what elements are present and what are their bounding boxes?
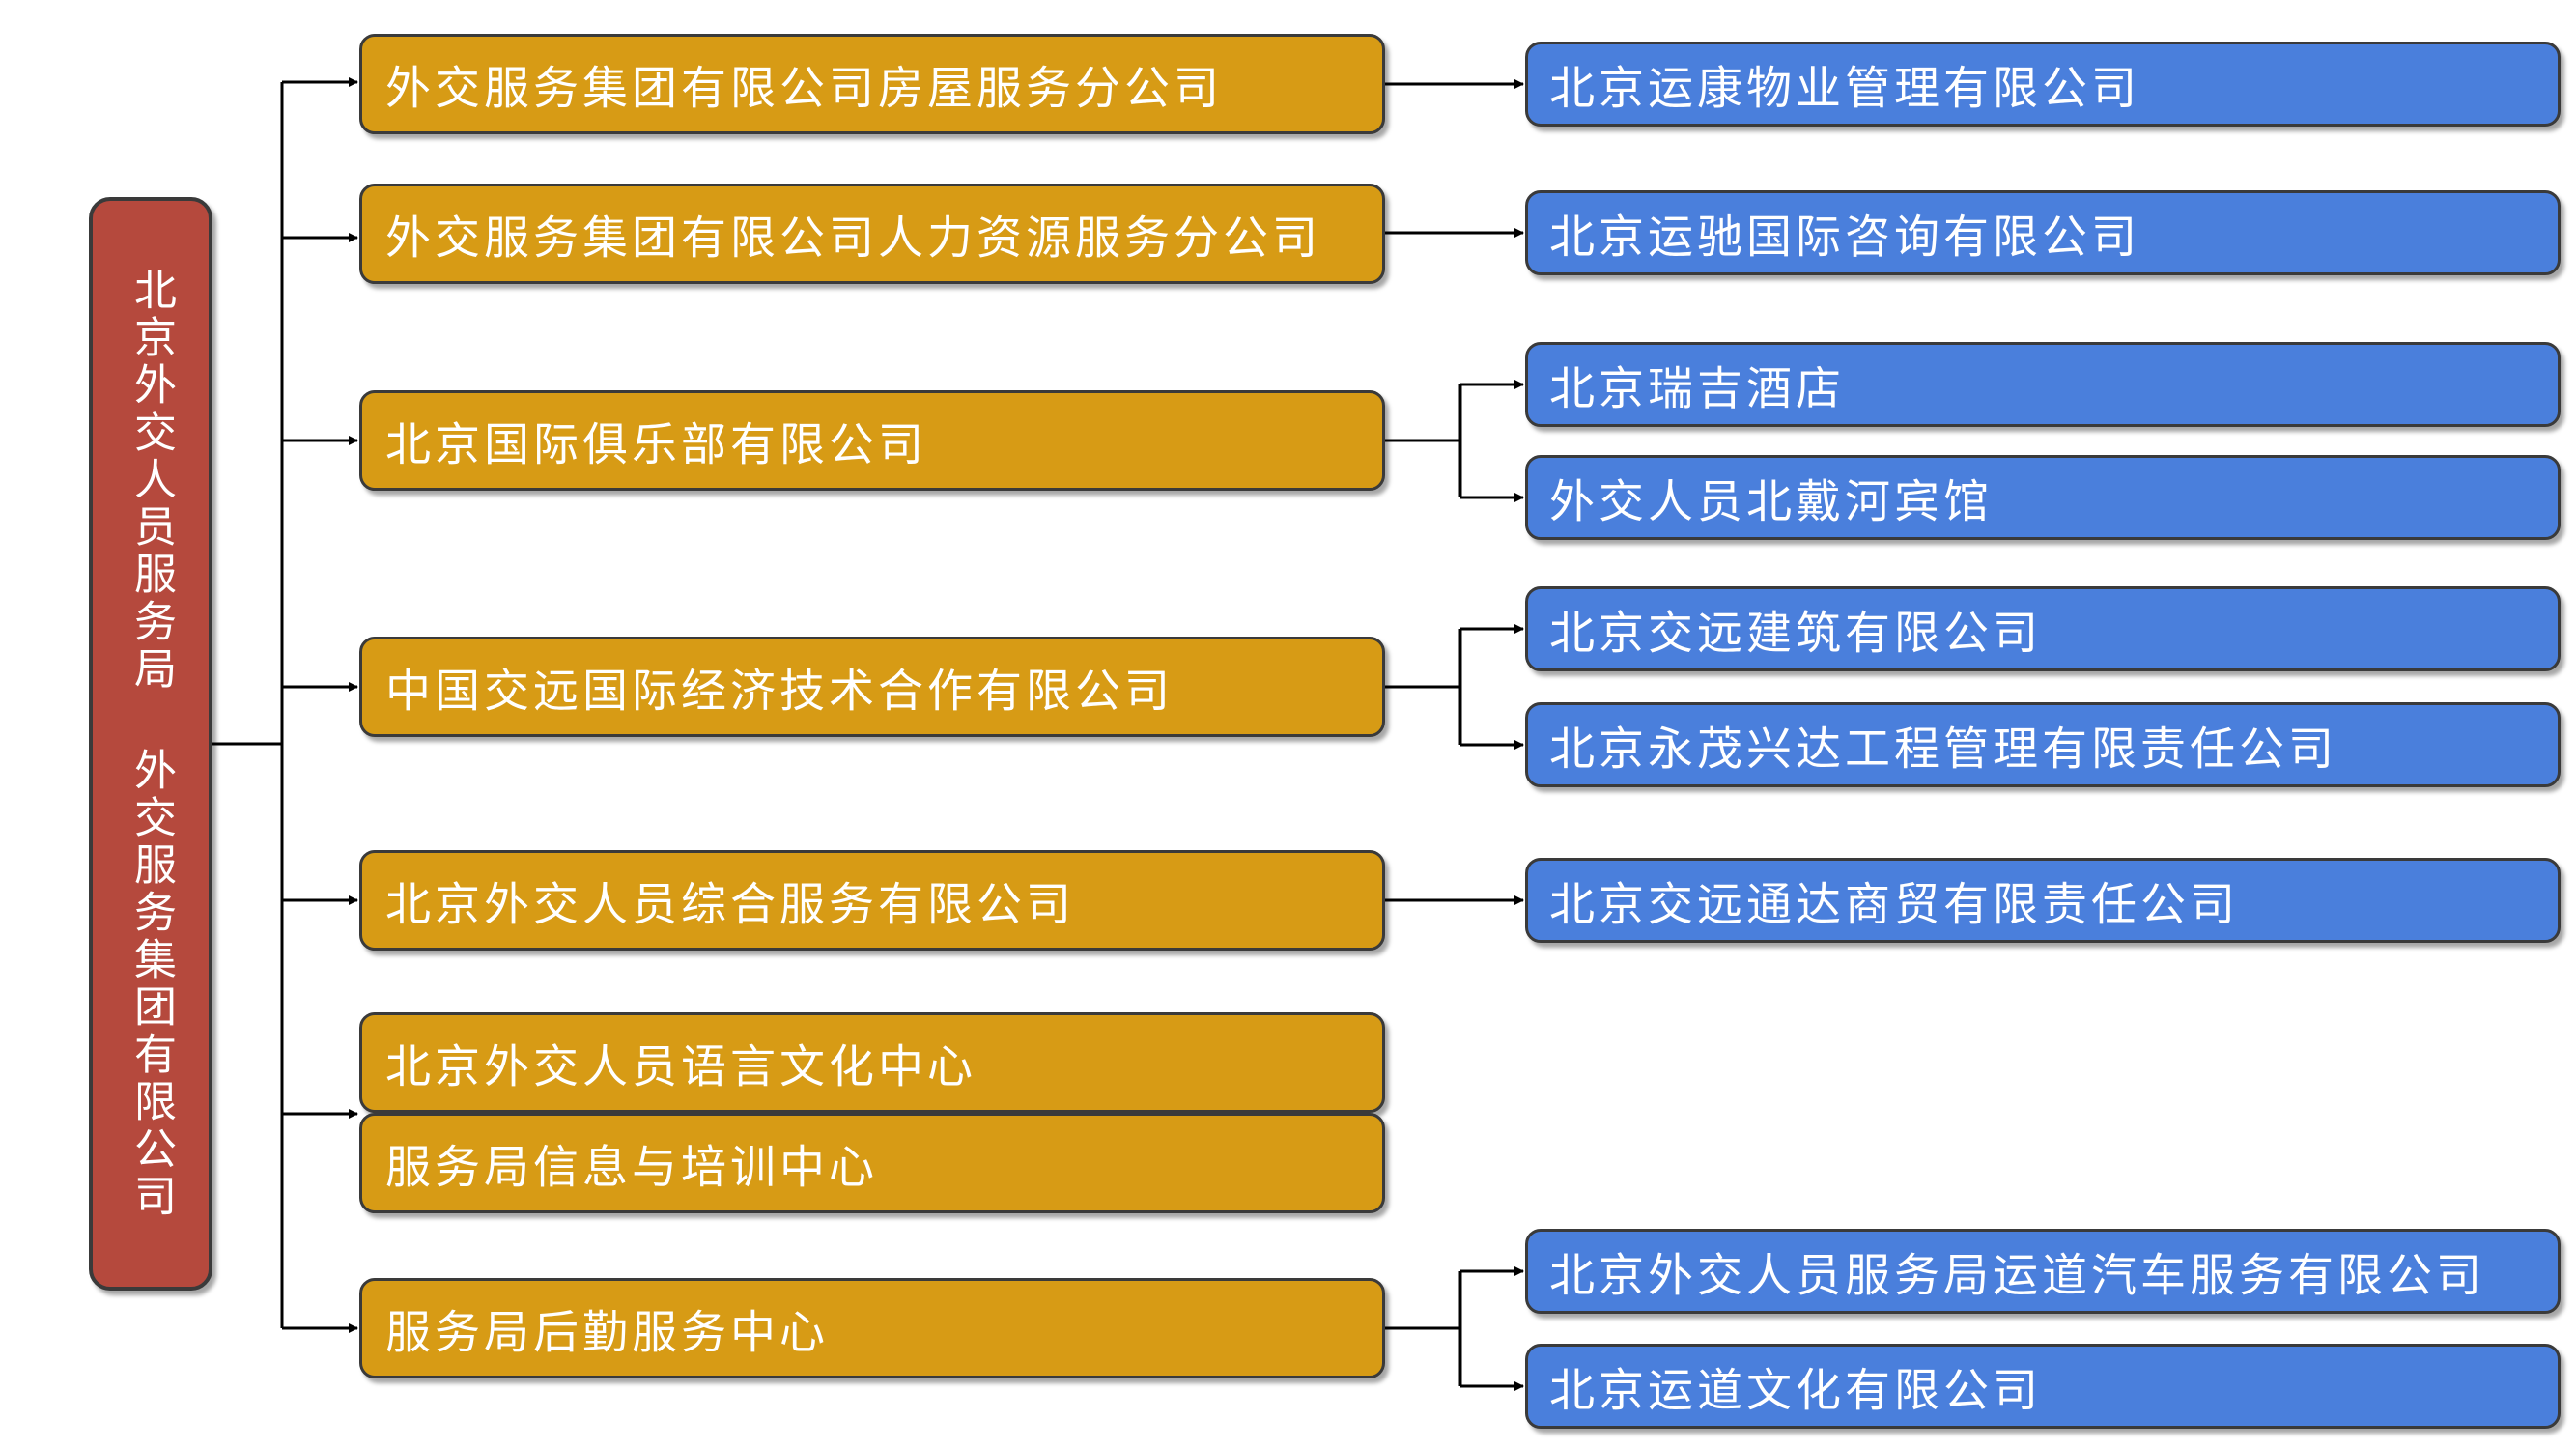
org-node-housing-service: 外交服务集团有限公司房屋服务分公司 [359, 34, 1385, 134]
org-node-yundao-culture: 北京运道文化有限公司 [1525, 1344, 2561, 1429]
org-node-beidaihe-hotel: 外交人员北戴河宾馆 [1525, 455, 2561, 540]
org-node-info-training-center: 服务局信息与培训中心 [359, 1113, 1385, 1213]
org-node-yunkang-property: 北京运康物业管理有限公司 [1525, 42, 2561, 127]
root-node: 北京外交人员服务局 外交服务集团有限公司 [89, 197, 212, 1291]
org-node-yunchi-consulting: 北京运驰国际咨询有限公司 [1525, 190, 2561, 275]
org-label: 北京永茂兴达工程管理有限责任公司 [1549, 723, 2337, 777]
org-label: 北京运驰国际咨询有限公司 [1549, 211, 2140, 265]
org-node-logistics-center: 服务局后勤服务中心 [359, 1278, 1385, 1378]
org-node-yundao-auto: 北京外交人员服务局运道汽车服务有限公司 [1525, 1229, 2561, 1314]
connector-branch-4 [1385, 629, 1462, 745]
org-label: 中国交远国际经济技术合作有限公司 [385, 665, 1174, 719]
connector-branch-3 [1385, 384, 1462, 497]
org-label: 北京外交人员服务局运道汽车服务有限公司 [1549, 1249, 2485, 1303]
org-label: 北京外交人员语言文化中心 [385, 1040, 977, 1094]
org-label: 北京运康物业管理有限公司 [1549, 62, 2140, 116]
org-label: 服务局信息与培训中心 [385, 1141, 878, 1195]
org-node-st-regis-hotel: 北京瑞吉酒店 [1525, 342, 2561, 427]
org-label: 北京交远建筑有限公司 [1549, 607, 2042, 661]
org-label: 外交服务集团有限公司人力资源服务分公司 [385, 212, 1321, 266]
org-label: 北京瑞吉酒店 [1549, 362, 1845, 416]
org-label: 北京外交人员综合服务有限公司 [385, 878, 1075, 932]
org-node-comprehensive-service: 北京外交人员综合服务有限公司 [359, 850, 1385, 951]
org-node-hr-service: 外交服务集团有限公司人力资源服务分公司 [359, 184, 1385, 284]
connector-branch-8 [1385, 1271, 1462, 1386]
org-node-language-culture-center: 北京外交人员语言文化中心 [359, 1012, 1385, 1113]
org-label: 北京交远通达商贸有限责任公司 [1549, 878, 2239, 932]
org-label: 北京运道文化有限公司 [1549, 1364, 2042, 1418]
org-node-jiaoyuan-cooperation: 中国交远国际经济技术合作有限公司 [359, 637, 1385, 737]
org-node-jiaoyuan-construction: 北京交远建筑有限公司 [1525, 586, 2561, 671]
org-node-tongda-trading: 北京交远通达商贸有限责任公司 [1525, 858, 2561, 943]
org-node-yongmao-xingda: 北京永茂兴达工程管理有限责任公司 [1525, 702, 2561, 787]
org-label: 外交人员北戴河宾馆 [1549, 475, 1993, 529]
org-node-international-club: 北京国际俱乐部有限公司 [359, 390, 1385, 491]
org-label: 北京国际俱乐部有限公司 [385, 418, 927, 472]
org-label: 外交服务集团有限公司房屋服务分公司 [385, 62, 1223, 116]
org-label: 服务局后勤服务中心 [385, 1306, 829, 1360]
root-label: 北京外交人员服务局 外交服务集团有限公司 [127, 267, 176, 1221]
